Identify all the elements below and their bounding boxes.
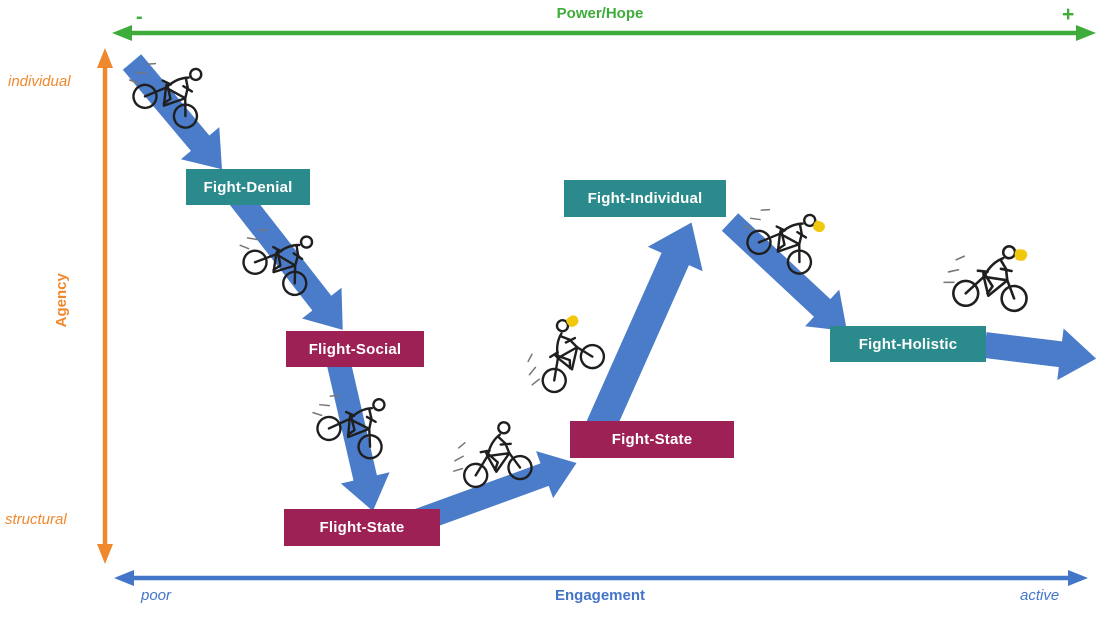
engagement-axis bbox=[114, 570, 1088, 586]
path-arrow-1 bbox=[122, 54, 222, 170]
power-hope-axis bbox=[112, 25, 1096, 41]
agency-bottom-label: structural bbox=[5, 511, 67, 528]
path-arrow-3 bbox=[326, 357, 390, 512]
stage-fight-holistic: Fight-Holistic bbox=[830, 326, 986, 362]
stage-flight-state: Flight-State bbox=[284, 509, 440, 546]
path-arrow-6 bbox=[721, 213, 848, 332]
stage-fight-state: Fight-State bbox=[570, 421, 734, 458]
cyclist-lamp-icon bbox=[942, 240, 1032, 312]
agency-top-label: individual bbox=[8, 73, 71, 90]
power-hope-minus: - bbox=[136, 6, 143, 28]
stage-flight-social: Flight-Social bbox=[286, 331, 424, 367]
stage-fight-denial: Fight-Denial bbox=[186, 169, 310, 205]
power-hope-plus: + bbox=[1062, 3, 1075, 26]
agency-axis bbox=[97, 48, 113, 564]
cyclist-lamp-icon bbox=[511, 310, 608, 401]
path-arrow-2 bbox=[225, 184, 343, 330]
engagement-label: Engagement bbox=[554, 587, 645, 604]
engagement-left-label: poor bbox=[141, 587, 172, 604]
path-arrow-5 bbox=[586, 222, 703, 435]
path-arrow-7 bbox=[983, 328, 1097, 381]
agency-label: Agency bbox=[52, 273, 70, 328]
power-hope-label: Power/Hope bbox=[556, 5, 644, 22]
cyclist-icon bbox=[445, 417, 535, 492]
journey-path bbox=[122, 54, 1097, 540]
engagement-right-label: active bbox=[1020, 587, 1060, 604]
stage-fight-individual: Fight-Individual bbox=[564, 180, 726, 217]
